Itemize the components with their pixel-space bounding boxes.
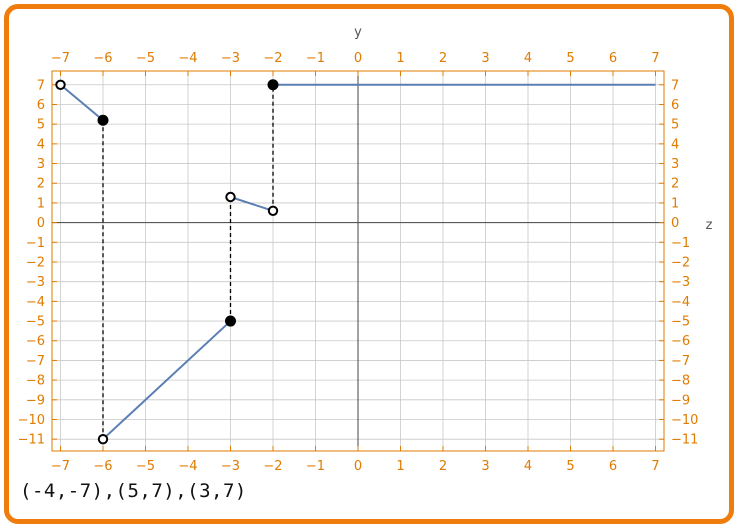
- open-point: [55, 79, 66, 90]
- x-tick-label-top: 6: [609, 51, 617, 66]
- x-tick-label-top: −6: [93, 51, 112, 66]
- x-tick-label-bottom: 1: [396, 459, 404, 474]
- x-tick-label-top: 7: [651, 51, 659, 66]
- series-segment: [59, 84, 104, 121]
- y-tick-label-left: 4: [37, 137, 45, 152]
- tick-marks: [52, 71, 664, 451]
- chart-frame: [4, 4, 734, 524]
- y-tick-label-right: 7: [671, 78, 679, 93]
- y-tick-label-left: −5: [26, 315, 45, 330]
- x-tick-label-bottom: 3: [481, 459, 489, 474]
- y-tick-label-right: −9: [671, 393, 690, 408]
- x-tick-label-bottom: 5: [566, 459, 574, 474]
- y-tick-label-right: 5: [671, 118, 679, 133]
- closed-point: [97, 114, 109, 126]
- x-tick-label-bottom: 2: [439, 459, 447, 474]
- x-tick-label-bottom: 7: [651, 459, 659, 474]
- y-tick-label-left: −7: [26, 354, 45, 369]
- y-tick-label-left: −1: [26, 236, 45, 251]
- x-tick-label-top: 1: [396, 51, 404, 66]
- y-tick-label-right: −6: [671, 334, 690, 349]
- x-tick-label-top: 0: [354, 51, 362, 66]
- series-segment: [102, 320, 232, 440]
- y-tick-label-left: −4: [26, 295, 45, 310]
- y-tick-label-left: −10: [18, 413, 45, 428]
- x-tick-label-bottom: 4: [524, 459, 532, 474]
- x-tick-label-top: −1: [306, 51, 325, 66]
- x-tick-label-bottom: 0: [354, 459, 362, 474]
- y-tick-label-left: −3: [26, 275, 45, 290]
- open-point: [225, 191, 236, 203]
- x-tick-label-top: −7: [51, 51, 70, 66]
- y-tick-label-left: −9: [26, 393, 45, 408]
- x-tick-label-bottom: −3: [221, 459, 240, 474]
- answer-caption: (-4,-7),(5,7),(3,7): [20, 480, 247, 502]
- series-segment: [230, 196, 274, 212]
- axes: [51, 70, 665, 452]
- y-tick-label-right: −7: [671, 354, 690, 369]
- y-tick-label-right: 4: [671, 137, 679, 152]
- x-tick-label-bottom: −1: [306, 459, 325, 474]
- y-tick-label-right: −10: [671, 413, 698, 428]
- x-axis-label: y: [354, 25, 362, 40]
- y-tick-label-left: 3: [37, 157, 45, 172]
- y-tick-label-right: −2: [671, 255, 690, 270]
- x-tick-label-bottom: −6: [93, 459, 112, 474]
- y-tick-label-left: −6: [26, 334, 45, 349]
- x-tick-label-top: −5: [136, 51, 155, 66]
- data-series: [55, 79, 656, 445]
- open-point: [267, 205, 279, 216]
- y-tick-label-right: −5: [671, 315, 690, 330]
- y-tick-label-left: 6: [37, 98, 45, 113]
- x-tick-label-top: 4: [524, 51, 532, 66]
- open-point: [97, 433, 109, 445]
- y-tick-label-right: −8: [671, 374, 690, 389]
- x-tick-label-top: 5: [566, 51, 574, 66]
- tick-labels: −7−7−6−6−5−5−4−4−3−3−2−2−1−1001122334455…: [18, 51, 699, 474]
- y-tick-label-right: 0: [671, 216, 679, 231]
- y-tick-label-right: 6: [671, 98, 679, 113]
- y-tick-label-left: −8: [26, 374, 45, 389]
- closed-point: [267, 79, 279, 91]
- y-tick-label-right: −3: [671, 275, 690, 290]
- y-tick-label-right: −1: [671, 236, 690, 251]
- y-tick-label-left: 1: [37, 196, 45, 211]
- y-axis-label: z: [706, 218, 713, 233]
- y-tick-label-left: −2: [26, 255, 45, 270]
- x-tick-label-bottom: −7: [51, 459, 70, 474]
- y-tick-label-left: 0: [37, 216, 45, 231]
- y-tick-label-left: 2: [37, 177, 45, 192]
- x-tick-label-top: 3: [481, 51, 489, 66]
- x-tick-label-top: −2: [263, 51, 282, 66]
- x-tick-label-bottom: −5: [136, 459, 155, 474]
- x-tick-label-bottom: −4: [178, 459, 197, 474]
- y-tick-label-left: −11: [18, 433, 45, 448]
- y-tick-label-right: −4: [671, 295, 690, 310]
- y-tick-label-left: 5: [37, 118, 45, 133]
- y-tick-label-right: 1: [671, 196, 679, 211]
- y-tick-label-right: −11: [671, 433, 698, 448]
- x-tick-label-top: −4: [178, 51, 197, 66]
- y-tick-label-left: 7: [37, 78, 45, 93]
- closed-point: [225, 315, 236, 327]
- x-tick-label-top: 2: [439, 51, 447, 66]
- y-tick-label-right: 2: [671, 177, 679, 192]
- x-tick-label-bottom: −2: [263, 459, 282, 474]
- y-tick-label-right: 3: [671, 157, 679, 172]
- x-tick-label-bottom: 6: [609, 459, 617, 474]
- x-tick-label-top: −3: [221, 51, 240, 66]
